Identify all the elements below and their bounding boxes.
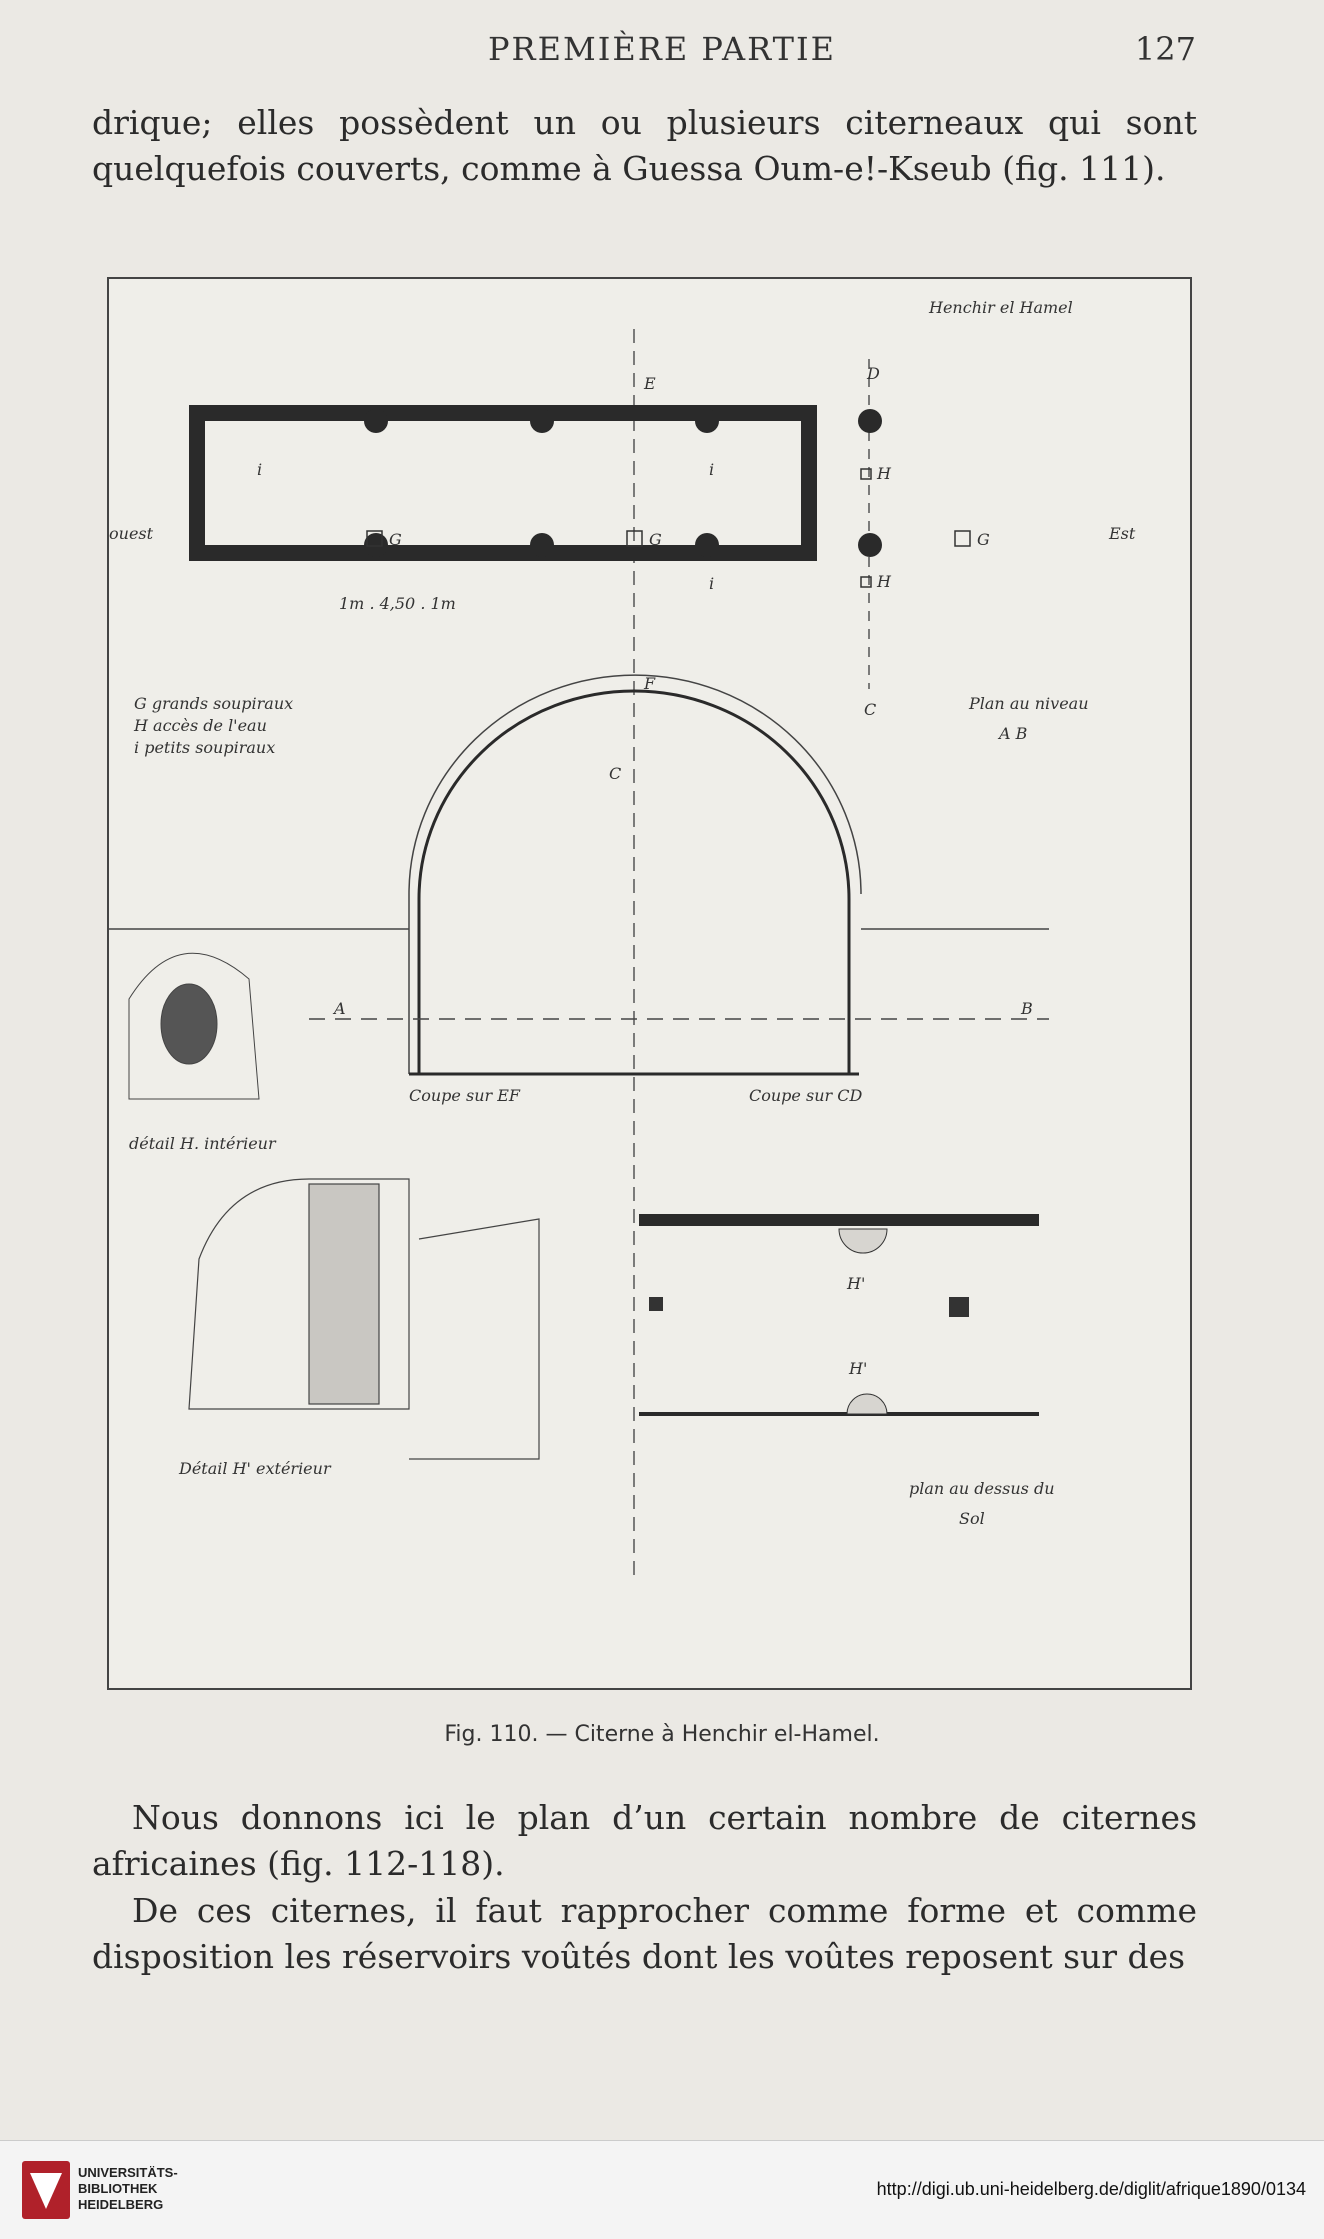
label-G-1: G [389,530,402,549]
label-i-3: i [709,574,714,593]
legend-i: i petits soupiraux [134,738,275,757]
figure-cistern-plates: Henchir el Hamel E D G G G H H [107,277,1192,1690]
plan-ab-label: A B [997,724,1028,743]
author-label: Henchir el Hamel [928,298,1073,317]
plan-niveau-label: Plan au niveau [968,694,1089,713]
label-D: D [866,364,880,383]
label-ouest: ouest [109,524,154,543]
viewer-footer: UNIVERSITÄTS- BIBLIOTHEK HEIDELBERG http… [0,2140,1324,2239]
detail-interieur-label: détail H. intérieur [129,1134,277,1153]
detail-exterior-sketch [188,1178,540,1460]
water-access [846,1393,888,1415]
label-C-plan: C [864,700,876,719]
library-line-2: BIBLIOTHEK [78,2181,158,2196]
label-F: F [643,674,656,693]
plan-dessus-label-1: plan au dessus du [909,1479,1055,1498]
legend-H: H accès de l'eau [133,716,267,735]
coupe-ef-label: Coupe sur EF [409,1086,521,1105]
vault-outline [417,689,851,1074]
plan-wall [189,405,817,561]
library-seal-icon [22,2161,70,2219]
label-H-2: H [876,572,892,591]
label-C-top: C [609,764,621,783]
library-line-3: HEIDELBERG [78,2197,164,2212]
detail-exterieur-label: Détail H' extérieur [178,1459,332,1478]
label-E: E [643,374,656,393]
label-B: B [1020,999,1033,1018]
scanned-page: PREMIÈRE PARTIE 127 drique; elles possèd… [0,0,1324,2140]
label-G-2: G [649,530,662,549]
label-A: A [332,999,346,1018]
label-G-3: G [977,530,990,549]
source-url-link[interactable]: http://digi.ub.uni-heidelberg.de/diglit/… [876,2179,1306,2199]
dimension-label: 1m . 4,50 . 1m [339,594,456,613]
paragraph-top: drique; elles possèdent un ou plusieurs … [92,103,1197,188]
vent-right [949,1297,969,1317]
plan-dessus-label-2: Sol [959,1509,985,1528]
page-number: 127 [1134,30,1196,68]
roof-slab [639,1214,1039,1226]
roof-opening [838,1228,888,1254]
vault-outer [408,674,862,1074]
label-H-prime-2: H' [848,1359,867,1378]
label-i-1: i [257,460,262,479]
label-est: Est [1108,524,1136,543]
paragraph-middle: Nous donnons ici le plan d’un certain no… [92,1798,1197,1883]
figure-caption: Fig. 110. — Citerne à Henchir el-Hamel. [444,1722,880,1747]
figure-drawing: Henchir el Hamel E D G G G H H [109,298,1136,1579]
library-line-1: UNIVERSITÄTS- [78,2165,178,2180]
label-H-prime-1: H' [846,1274,865,1293]
vent-left [649,1297,663,1311]
coupe-cd-label: Coupe sur CD [749,1086,862,1105]
plan-piers [364,409,882,557]
running-header: PREMIÈRE PARTIE [488,30,836,68]
legend-G: G grands soupiraux [134,694,293,713]
label-i-2: i [709,460,714,479]
detail-interior-sketch [128,952,260,1100]
library-name: UNIVERSITÄTS- BIBLIOTHEK HEIDELBERG [78,2165,178,2213]
label-H-1: H [876,464,892,483]
plan-openings [366,468,971,588]
paragraph-bottom: De ces citernes, il faut rapprocher comm… [92,1891,1197,1976]
